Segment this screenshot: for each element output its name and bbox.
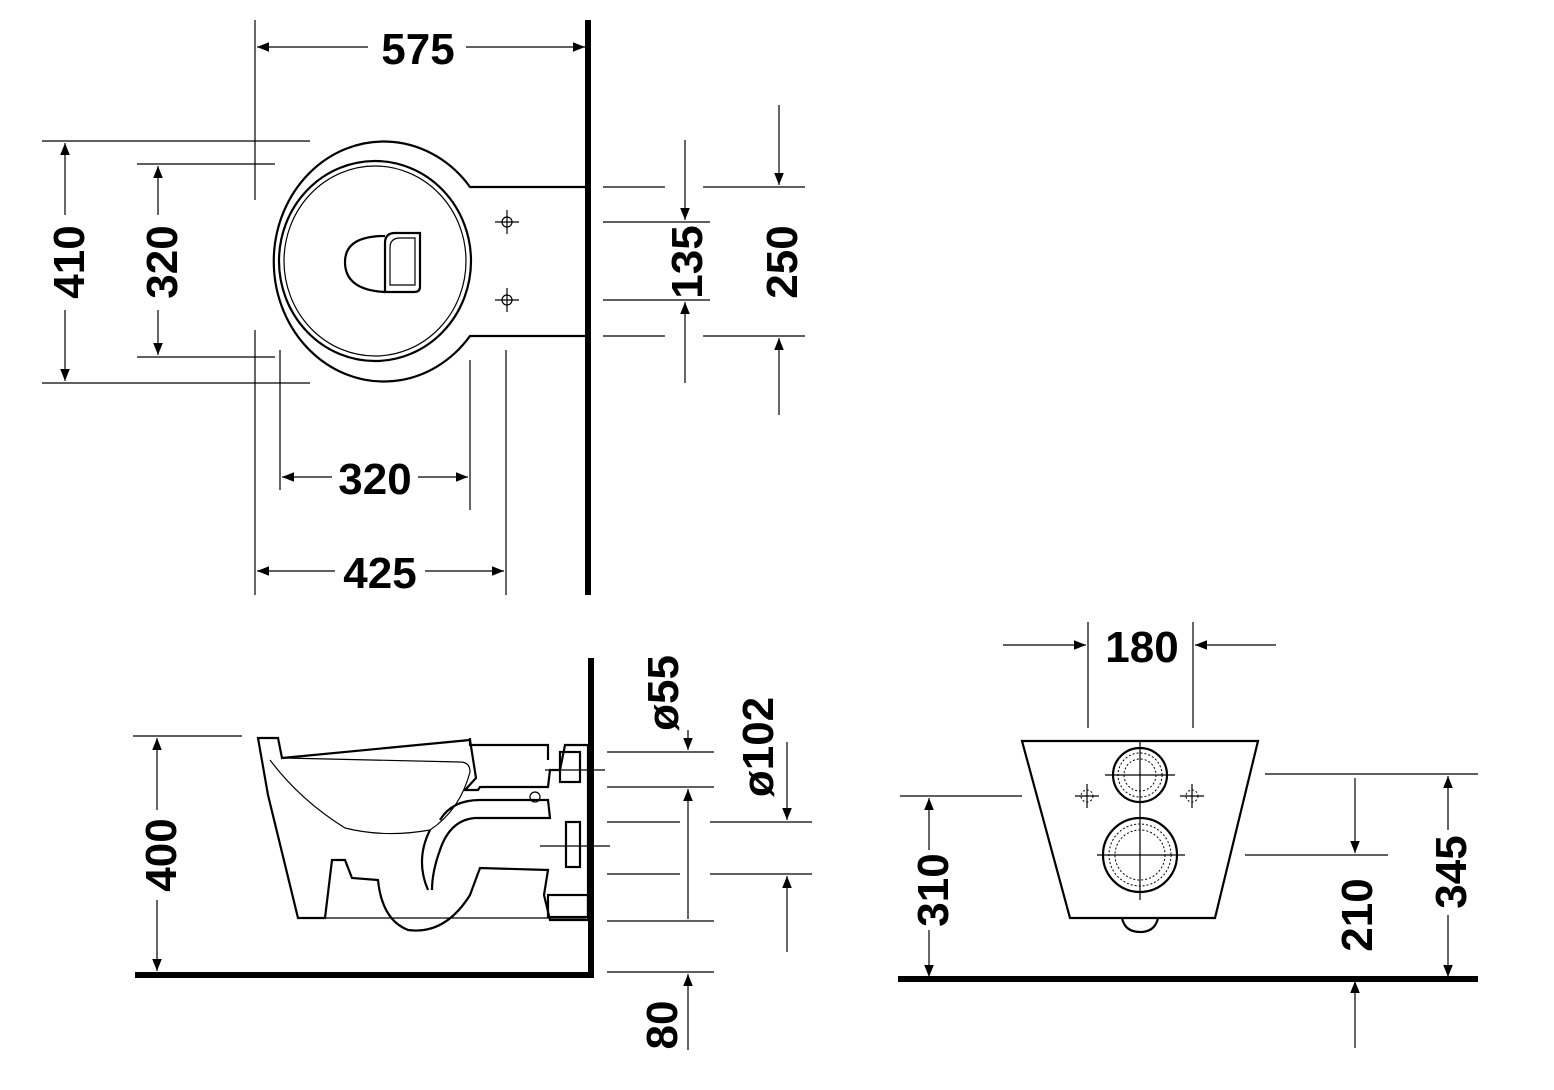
dim-o102-label: ø102 — [734, 697, 783, 797]
top-fixing-hole-2 — [495, 288, 519, 312]
dim-575-label: 575 — [381, 25, 454, 74]
dim-180-label: 180 — [1105, 623, 1178, 672]
front-bolt-right — [1180, 784, 1204, 808]
dim-135-label: 135 — [663, 225, 712, 298]
front-view: 180 310 210 345 — [898, 622, 1478, 1048]
front-outlet-lip — [1120, 917, 1160, 934]
side-trap — [420, 798, 552, 891]
dim-210-label: 210 — [1333, 878, 1382, 951]
dim-320-horizontal-label: 320 — [338, 455, 411, 504]
top-bowl-inner-rim — [277, 159, 473, 363]
dim-250-label: 250 — [758, 225, 807, 298]
top-view: 575 410 320 320 425 135 250 — [42, 20, 807, 598]
side-bowl-inner — [269, 757, 471, 835]
dim-320-vertical-label: 320 — [138, 225, 187, 298]
top-bowl-outline — [272, 140, 590, 383]
side-inlet-connector — [558, 750, 582, 784]
dim-80-label: 80 — [638, 1001, 687, 1050]
front-outlet-hole — [1097, 810, 1185, 900]
dim-345-label: 345 — [1427, 835, 1476, 908]
front-bolt-left — [1075, 784, 1099, 808]
top-outlet-hole-left — [343, 234, 386, 294]
dim-310-label: 310 — [909, 853, 958, 926]
front-bowl-outline — [1020, 739, 1260, 920]
dim-o55-label: ø55 — [639, 655, 688, 731]
dim-410-label: 410 — [45, 225, 94, 298]
front-inlet-hole — [1105, 740, 1175, 810]
top-outlet-hole-inner — [389, 237, 416, 286]
side-rear-wall-body — [468, 738, 550, 760]
dim-400-label: 400 — [137, 818, 186, 891]
top-fixing-hole-1 — [495, 210, 519, 234]
top-bowl-inner-rim-2 — [283, 165, 467, 357]
side-bowl-outline — [256, 736, 590, 932]
side-view: 400 ø55 ø102 80 — [133, 655, 812, 1050]
side-outlet-connector — [564, 820, 582, 869]
dim-425-label: 425 — [343, 549, 416, 598]
